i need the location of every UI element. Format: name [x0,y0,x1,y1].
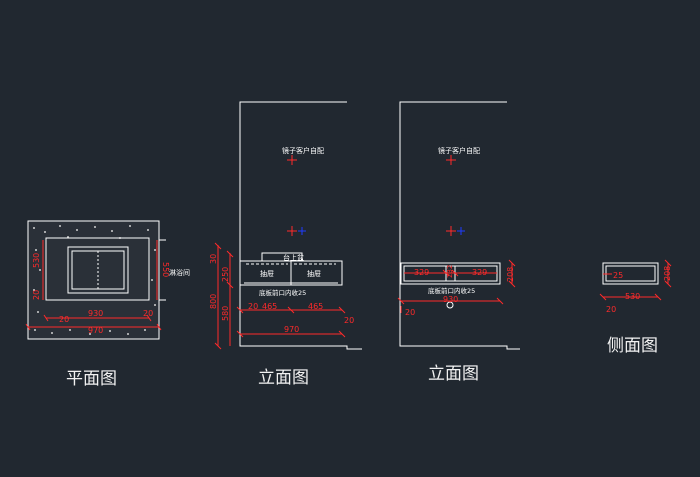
side-dim-inset: 25 [613,271,623,280]
plan-countertop [27,220,160,340]
front1-mirror-marker [287,155,297,236]
front1-drawer-right: 抽屉 [307,269,321,278]
plan-dim-right-height: 550 [161,262,170,277]
side-dimensions: 25 208 530 20 [599,259,672,314]
front2-note: 底板前口内收25 [428,286,475,295]
front1-dim-total-height: 800 [209,294,218,309]
front2-dim-width: 930 [443,295,458,304]
front2-wall [399,101,520,350]
side-view: 25 208 530 20 侧面图 [599,259,672,356]
side-dim-offset: 20 [606,305,616,314]
front-elevation-2: 镜子客户自配 底板前口内收25 329 232 329 208 930 [397,101,520,384]
front1-dim-leg-height: 580 [221,306,230,321]
side-dim-height: 208 [663,266,672,281]
front1-note: 底板前口内收25 [259,288,306,297]
plan-vanity [45,237,150,301]
plan-view: 淋浴间 20 930 20 970 530 20 550 平面图 [25,220,190,389]
side-dim-depth: 530 [625,292,640,301]
front-elevation-1: 镜子客户自配 台上盆 抽屉 抽屉 底板前口内收25 [209,101,362,388]
front1-dimensions: 30 250 800 580 20 465 465 20 970 [209,242,354,350]
plan-title: 平面图 [66,369,117,389]
plan-dim-bottom-inner: 930 [88,309,103,318]
plan-dim-left-offset: 20 [59,315,69,324]
plan-basin [67,246,129,294]
front1-basin-label: 台上盆 [283,253,304,262]
front1-dim-half-left: 465 [262,302,277,311]
front2-dim-left-offset: 20 [405,308,415,317]
front2-mirror-note: 镜子客户自配 [438,146,480,155]
plan-dim-left-small: 20 [32,290,41,300]
front1-dim-right-offset: 20 [344,316,354,325]
front1-wall [239,101,362,350]
front1-dim-cabinet-height: 250 [221,267,230,282]
plan-dim-bottom-outer: 970 [88,326,103,335]
plan-dim-right-offset: 20 [143,309,153,318]
side-title: 侧面图 [607,336,658,356]
front2-dim-left-drawer: 329 [414,268,429,277]
front2-cabinet [400,262,501,285]
front1-mirror-note: 镜子客户自配 [282,146,324,155]
plan-room-label: 淋浴间 [169,268,190,277]
front2-dim-right-drawer: 329 [472,268,487,277]
front1-dim-total-width: 970 [284,325,299,334]
front1-dim-left-offset: 20 [248,302,258,311]
plan-dimensions: 20 930 20 970 530 20 550 [25,240,170,335]
front2-mirror-marker [446,155,456,236]
front1-dim-half-right: 465 [308,302,323,311]
front1-center-marker [298,227,306,235]
front2-title: 立面图 [428,364,479,384]
front2-dim-right-height: 208 [506,267,515,282]
front2-center-marker [457,227,465,235]
plan-dim-left-depth: 530 [32,253,41,268]
front2-drain [446,301,454,309]
front1-dim-top-small: 30 [209,254,218,264]
front1-title: 立面图 [258,368,309,388]
front2-dimensions: 329 232 329 208 930 20 [397,259,516,317]
front1-drawer-left: 抽屉 [260,269,274,278]
front2-dim-center-drawer: 232 [446,265,454,278]
